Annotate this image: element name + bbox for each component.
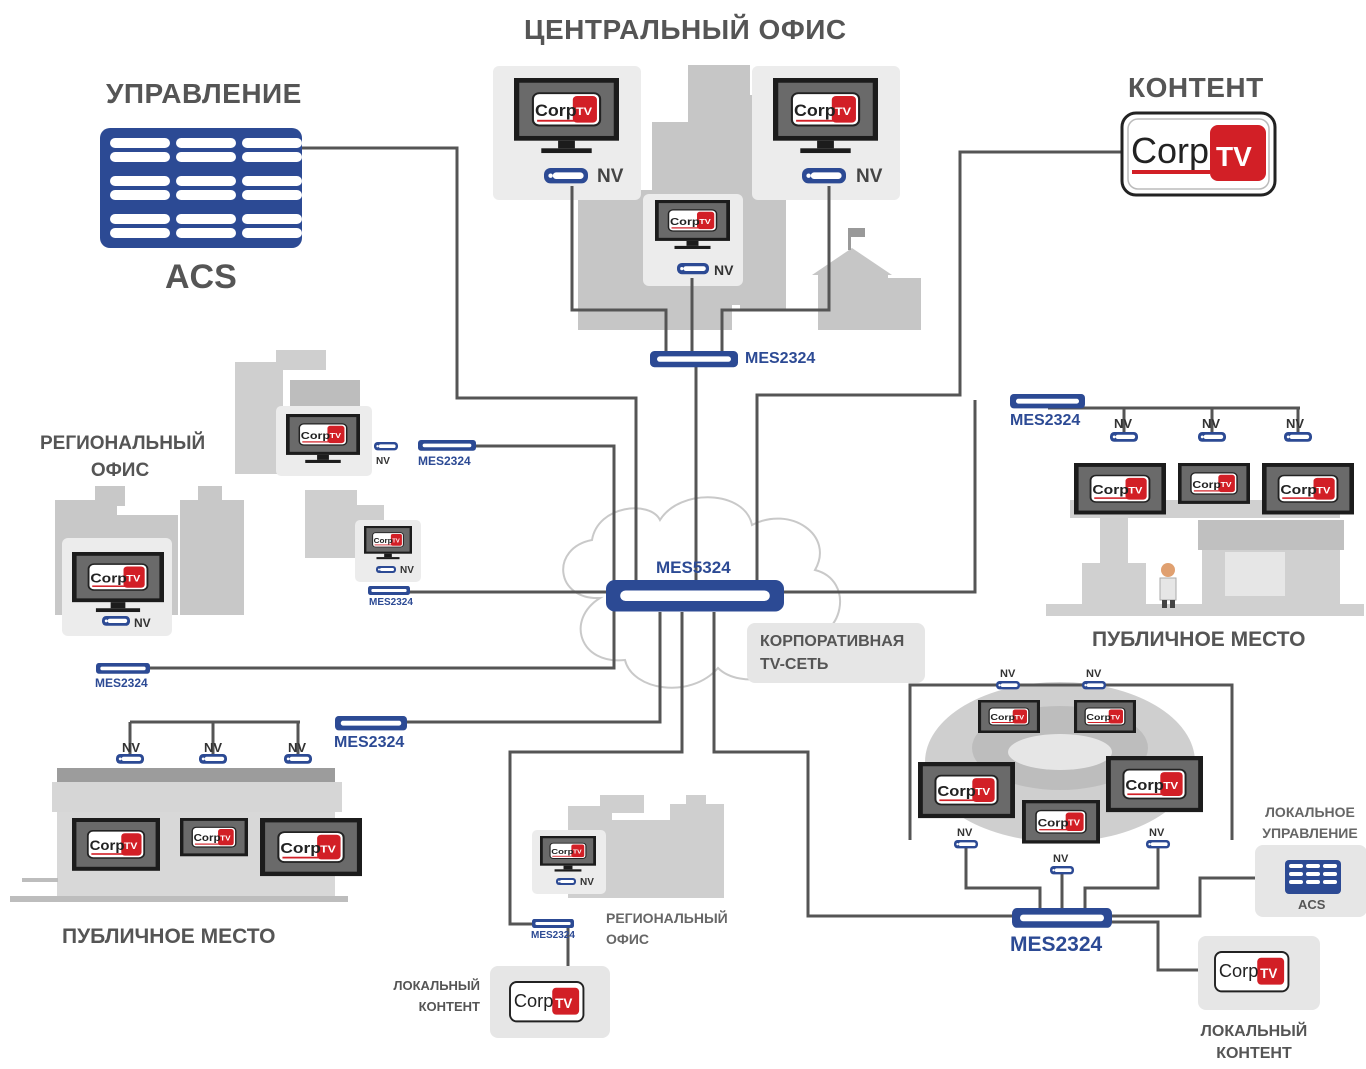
svg-text:Corp: Corp: [1131, 130, 1209, 171]
nv-regional-left: [102, 616, 130, 626]
regional-office-bottom-label: РЕГИОНАЛЬНЫЙ ОФИС: [606, 910, 728, 947]
switch-stadium-label: MES2324: [1010, 933, 1103, 956]
core-switch-label: MES5324: [656, 558, 731, 577]
nv-regional-bottom-label: NV: [580, 877, 594, 888]
nv-stadium-bottom-2-label: NV: [1053, 853, 1069, 865]
nv-central-left: [544, 168, 588, 184]
nv-regional-bottom: [556, 878, 576, 885]
attendant-figure: [1159, 563, 1177, 608]
nv-stadium-bottom-1: [954, 840, 978, 849]
central-office-title: ЦЕНТРАЛЬНЫЙ ОФИС: [524, 14, 847, 45]
tv-gas-2: [1177, 462, 1251, 505]
nv-stadium-top-2-label: NV: [1086, 668, 1102, 680]
nv-gas-3-label: NV: [1286, 416, 1305, 431]
content-title: КОНТЕНТ: [1128, 72, 1264, 103]
nv-stadium-bottom-3-label: NV: [1149, 827, 1165, 839]
nv-central-right: [802, 168, 846, 184]
local-content-right-logo: Corp TV: [1214, 951, 1290, 993]
content-corptv-logo: Corp TV: [1120, 111, 1277, 197]
nv-regional-middle-top: [374, 442, 398, 451]
corporate-network-label-box: [747, 623, 925, 683]
switch-regional-left-label: MES2324: [95, 676, 148, 690]
local-acs-label: ACS: [1298, 897, 1326, 912]
switch-regional-middle-top: [418, 440, 476, 451]
nv-central-left-label: NV: [597, 166, 624, 187]
tv-stadium-3: [917, 761, 1016, 820]
nv-central-middle: [677, 263, 709, 275]
switch-regional-left: [96, 663, 150, 674]
switch-stadium: [1012, 908, 1112, 928]
svg-text:TV: TV: [1216, 141, 1252, 172]
connection-lines: [128, 146, 1300, 972]
tv-stadium-2: [1073, 699, 1137, 734]
nv-stadium-top-1: [996, 681, 1020, 690]
local-content-bottom-logo: Corp TV: [509, 981, 585, 1023]
switch-gas-station: [1010, 394, 1085, 409]
tv-shop-2: [179, 817, 249, 857]
nv-gas-2-label: NV: [1202, 416, 1221, 431]
public-place-left-label: ПУБЛИЧНОЕ МЕСТО: [62, 925, 276, 948]
switch-regional-middle-top-label: MES2324: [418, 454, 471, 468]
nv-stadium-bottom-2: [1050, 866, 1074, 875]
svg-text:TV: TV: [555, 996, 572, 1011]
tv-shop-3: [258, 816, 364, 878]
tv-stadium-5: [1021, 799, 1101, 845]
nv-shop-3: [284, 754, 312, 764]
tv-gas-3: [1261, 462, 1355, 516]
local-content-right-label: ЛОКАЛЬНЫЙ КОНТЕНТ: [1200, 1023, 1308, 1062]
management-title: УПРАВЛЕНИЕ: [106, 78, 302, 109]
acs-label: ACS: [165, 258, 237, 296]
nv-central-middle-label: NV: [714, 262, 734, 278]
svg-text:TV: TV: [1260, 966, 1277, 981]
gas-station-illustration: [1046, 500, 1364, 616]
regional-office-left-label: РЕГИОНАЛЬНЫЙ ОФИС: [40, 433, 206, 481]
nv-shop-1-label: NV: [122, 740, 141, 755]
tv-gas-1: [1073, 462, 1167, 516]
nv-gas-1-label: NV: [1114, 416, 1133, 431]
acs-server-icon: [100, 128, 302, 248]
switch-regional-bottom-label: MES2324: [531, 930, 575, 941]
nv-stadium-bottom-1-label: NV: [957, 827, 973, 839]
switch-central-office: [650, 351, 738, 368]
nv-gas-3: [1284, 432, 1312, 442]
local-management-label: ЛОКАЛЬНОЕ УПРАВЛЕНИЕ: [1262, 804, 1358, 841]
nv-central-right-label: NV: [856, 166, 883, 187]
switch-gas-label: MES2324: [1010, 412, 1081, 429]
core-switch-mes5324: [606, 580, 784, 612]
nv-shop-1: [116, 754, 144, 764]
local-content-bottom-label: ЛОКАЛЬНЫЙ КОНТЕНТ: [393, 978, 480, 1014]
switch-shop: [335, 716, 407, 731]
nv-regional-middle-bottom-label: NV: [400, 565, 414, 576]
nv-regional-left-label: NV: [134, 616, 151, 630]
nv-stadium-top-2: [1082, 681, 1106, 690]
svg-text:Corp: Corp: [1219, 960, 1259, 981]
nv-stadium-bottom-3: [1146, 840, 1170, 849]
local-acs-server-icon: [1285, 860, 1341, 894]
switch-central-label: MES2324: [745, 350, 816, 367]
tv-stadium-4: [1105, 755, 1204, 814]
svg-text:Corp: Corp: [514, 990, 554, 1011]
switch-shop-label: MES2324: [334, 734, 405, 751]
switch-regional-middle-bottom: [368, 586, 410, 595]
switch-regional-bottom: [532, 919, 574, 928]
nv-gas-1: [1110, 432, 1138, 442]
tv-shop-1: [71, 817, 161, 872]
corporate-network-label: КОРПОРАТИВНАЯ TV-СЕТЬ: [760, 633, 905, 673]
nv-regional-middle-bottom: [376, 566, 396, 573]
switch-regional-middle-bottom-label: MES2324: [369, 597, 413, 608]
nv-gas-2: [1198, 432, 1226, 442]
nv-shop-2: [199, 754, 227, 764]
nv-stadium-top-1-label: NV: [1000, 668, 1016, 680]
tv-stadium-1: [977, 699, 1041, 734]
nv-shop-2-label: NV: [204, 740, 223, 755]
nv-regional-middle-top-label: NV: [376, 456, 390, 467]
nv-shop-3-label: NV: [288, 740, 307, 755]
public-place-right-label: ПУБЛИЧНОЕ МЕСТО: [1092, 628, 1306, 651]
